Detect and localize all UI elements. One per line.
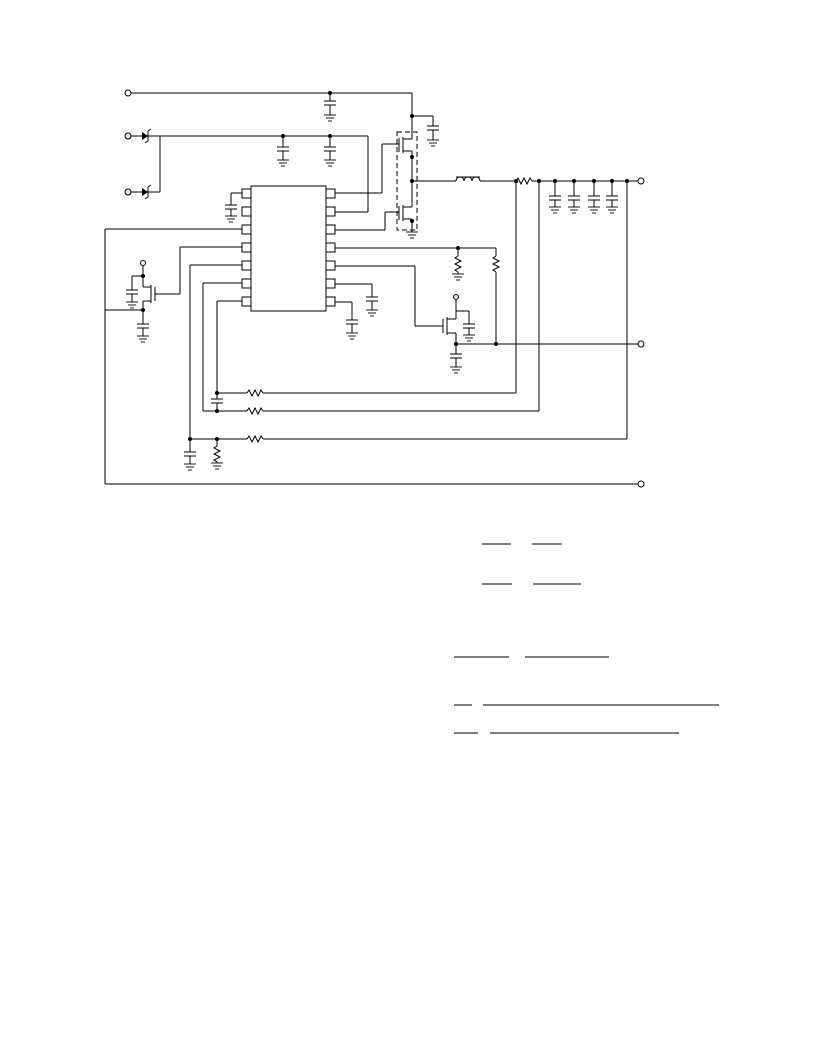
power-mosfet-pair [335, 130, 419, 239]
pin6-current-sense-minus [202, 181, 540, 416]
ss-bias-terminal [140, 260, 146, 266]
ic-pin-4 [241, 242, 252, 253]
ic-pin-12 [325, 224, 336, 235]
ic-pin-14 [325, 188, 336, 199]
diode-2-icon [142, 188, 148, 196]
ic-pin-13 [325, 206, 336, 217]
feedback-resistor-icon [491, 255, 501, 273]
ic-pin-3 [241, 224, 252, 235]
output-caps [548, 181, 619, 214]
input-terminal-1 [124, 132, 132, 140]
ic-pin-9 [325, 278, 336, 289]
mosfet-bias-terminal [453, 294, 459, 300]
pin5-vout-sense [183, 181, 628, 471]
pin11-resistor-icon [453, 255, 463, 273]
pin8-cap [335, 301, 359, 340]
ic-body [250, 185, 327, 312]
ic-pin-11 [325, 242, 336, 253]
inductor-icon [455, 176, 481, 182]
ic-left-pins [241, 188, 252, 307]
vin-terminal [124, 89, 132, 97]
equation-block [454, 543, 719, 734]
ic-pin-7 [241, 296, 252, 307]
csp-resistor-icon [246, 388, 264, 398]
vout-terminal [637, 177, 645, 185]
ic-pin-1 [241, 188, 252, 199]
input-terminal-2 [124, 188, 132, 196]
supply-rail [131, 91, 440, 147]
ic-right-pins [325, 188, 336, 307]
csn-resistor-icon [246, 406, 264, 416]
ic-pin-5 [241, 260, 252, 271]
ic-pin-8 [325, 296, 336, 307]
pin10-mosfet [335, 265, 638, 374]
pgood-terminal [637, 340, 645, 348]
enable-terminal [637, 480, 645, 488]
pin3-enable-line [104, 228, 638, 485]
pin7-current-sense-plus [210, 181, 517, 411]
ic-pin-6 [241, 278, 252, 289]
diode-input-2 [131, 136, 161, 200]
diode-1-icon [142, 132, 148, 140]
sense-resistor-icon [515, 176, 533, 186]
pin11-network [335, 246, 501, 344]
output-stage [412, 176, 638, 214]
controller-ic [241, 185, 336, 312]
pin9-cap [335, 283, 379, 317]
pin4-mosfet [125, 246, 242, 343]
ic-pin-2 [241, 206, 252, 217]
ic-pin-10 [325, 260, 336, 271]
vout-sense-resistor-icon [246, 434, 264, 444]
input-caps [276, 134, 369, 213]
pin1-cap [224, 192, 242, 223]
sense-divider-resistor-icon [212, 445, 222, 463]
diode-input-1 [131, 128, 368, 144]
